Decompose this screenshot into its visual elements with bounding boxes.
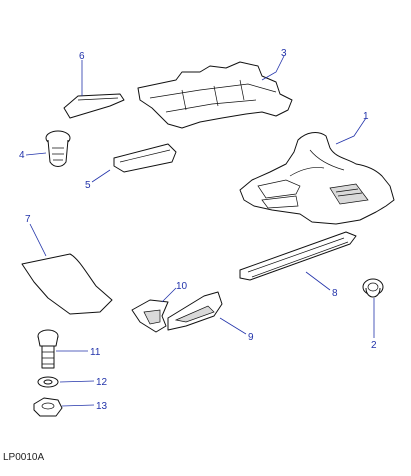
part-12-washer (37, 376, 59, 388)
callout-labels: 1 2 3 4 5 6 7 8 9 10 11 12 13 (19, 48, 377, 412)
callout-6: 6 (79, 51, 85, 62)
leader-8 (305, 271, 331, 291)
part-11-bolt (37, 329, 59, 369)
leader-7 (29, 223, 47, 257)
leader-4 (25, 152, 47, 156)
part-4-retaining-stud (45, 130, 71, 167)
callout-3: 3 (281, 48, 287, 59)
part-9-footwell-mat (167, 291, 223, 331)
part-7-flat-mat (21, 253, 113, 315)
callout-13: 13 (96, 401, 108, 412)
callout-1: 1 (363, 111, 369, 122)
leader-1 (335, 117, 367, 145)
callout-12: 12 (96, 377, 108, 388)
part-3-rear-floor-mat (137, 61, 293, 129)
part-10-footwell-trim (131, 299, 169, 333)
callout-7: 7 (25, 214, 31, 225)
callout-5: 5 (85, 180, 91, 191)
part-5-tunnel-mat (113, 143, 177, 173)
callout-11: 11 (90, 347, 101, 358)
callout-8: 8 (332, 288, 338, 299)
part-8-sill-strip (239, 231, 357, 281)
diagram-reference-code: LP0010A (3, 452, 44, 463)
leader-13 (61, 404, 95, 407)
part-1-front-floor-mat (239, 132, 395, 225)
callout-4: 4 (19, 150, 25, 161)
part-2-clip (362, 278, 384, 298)
part-6-side-trim (63, 93, 125, 119)
leader-12 (59, 380, 95, 383)
part-13-nut (33, 397, 63, 417)
leader-5 (91, 169, 111, 183)
callout-2: 2 (371, 340, 377, 351)
callout-9: 9 (248, 332, 254, 343)
leader-10 (161, 287, 177, 303)
leader-lines (25, 55, 375, 407)
leader-3 (261, 55, 285, 81)
callout-10: 10 (176, 281, 188, 292)
leader-9 (219, 317, 247, 335)
